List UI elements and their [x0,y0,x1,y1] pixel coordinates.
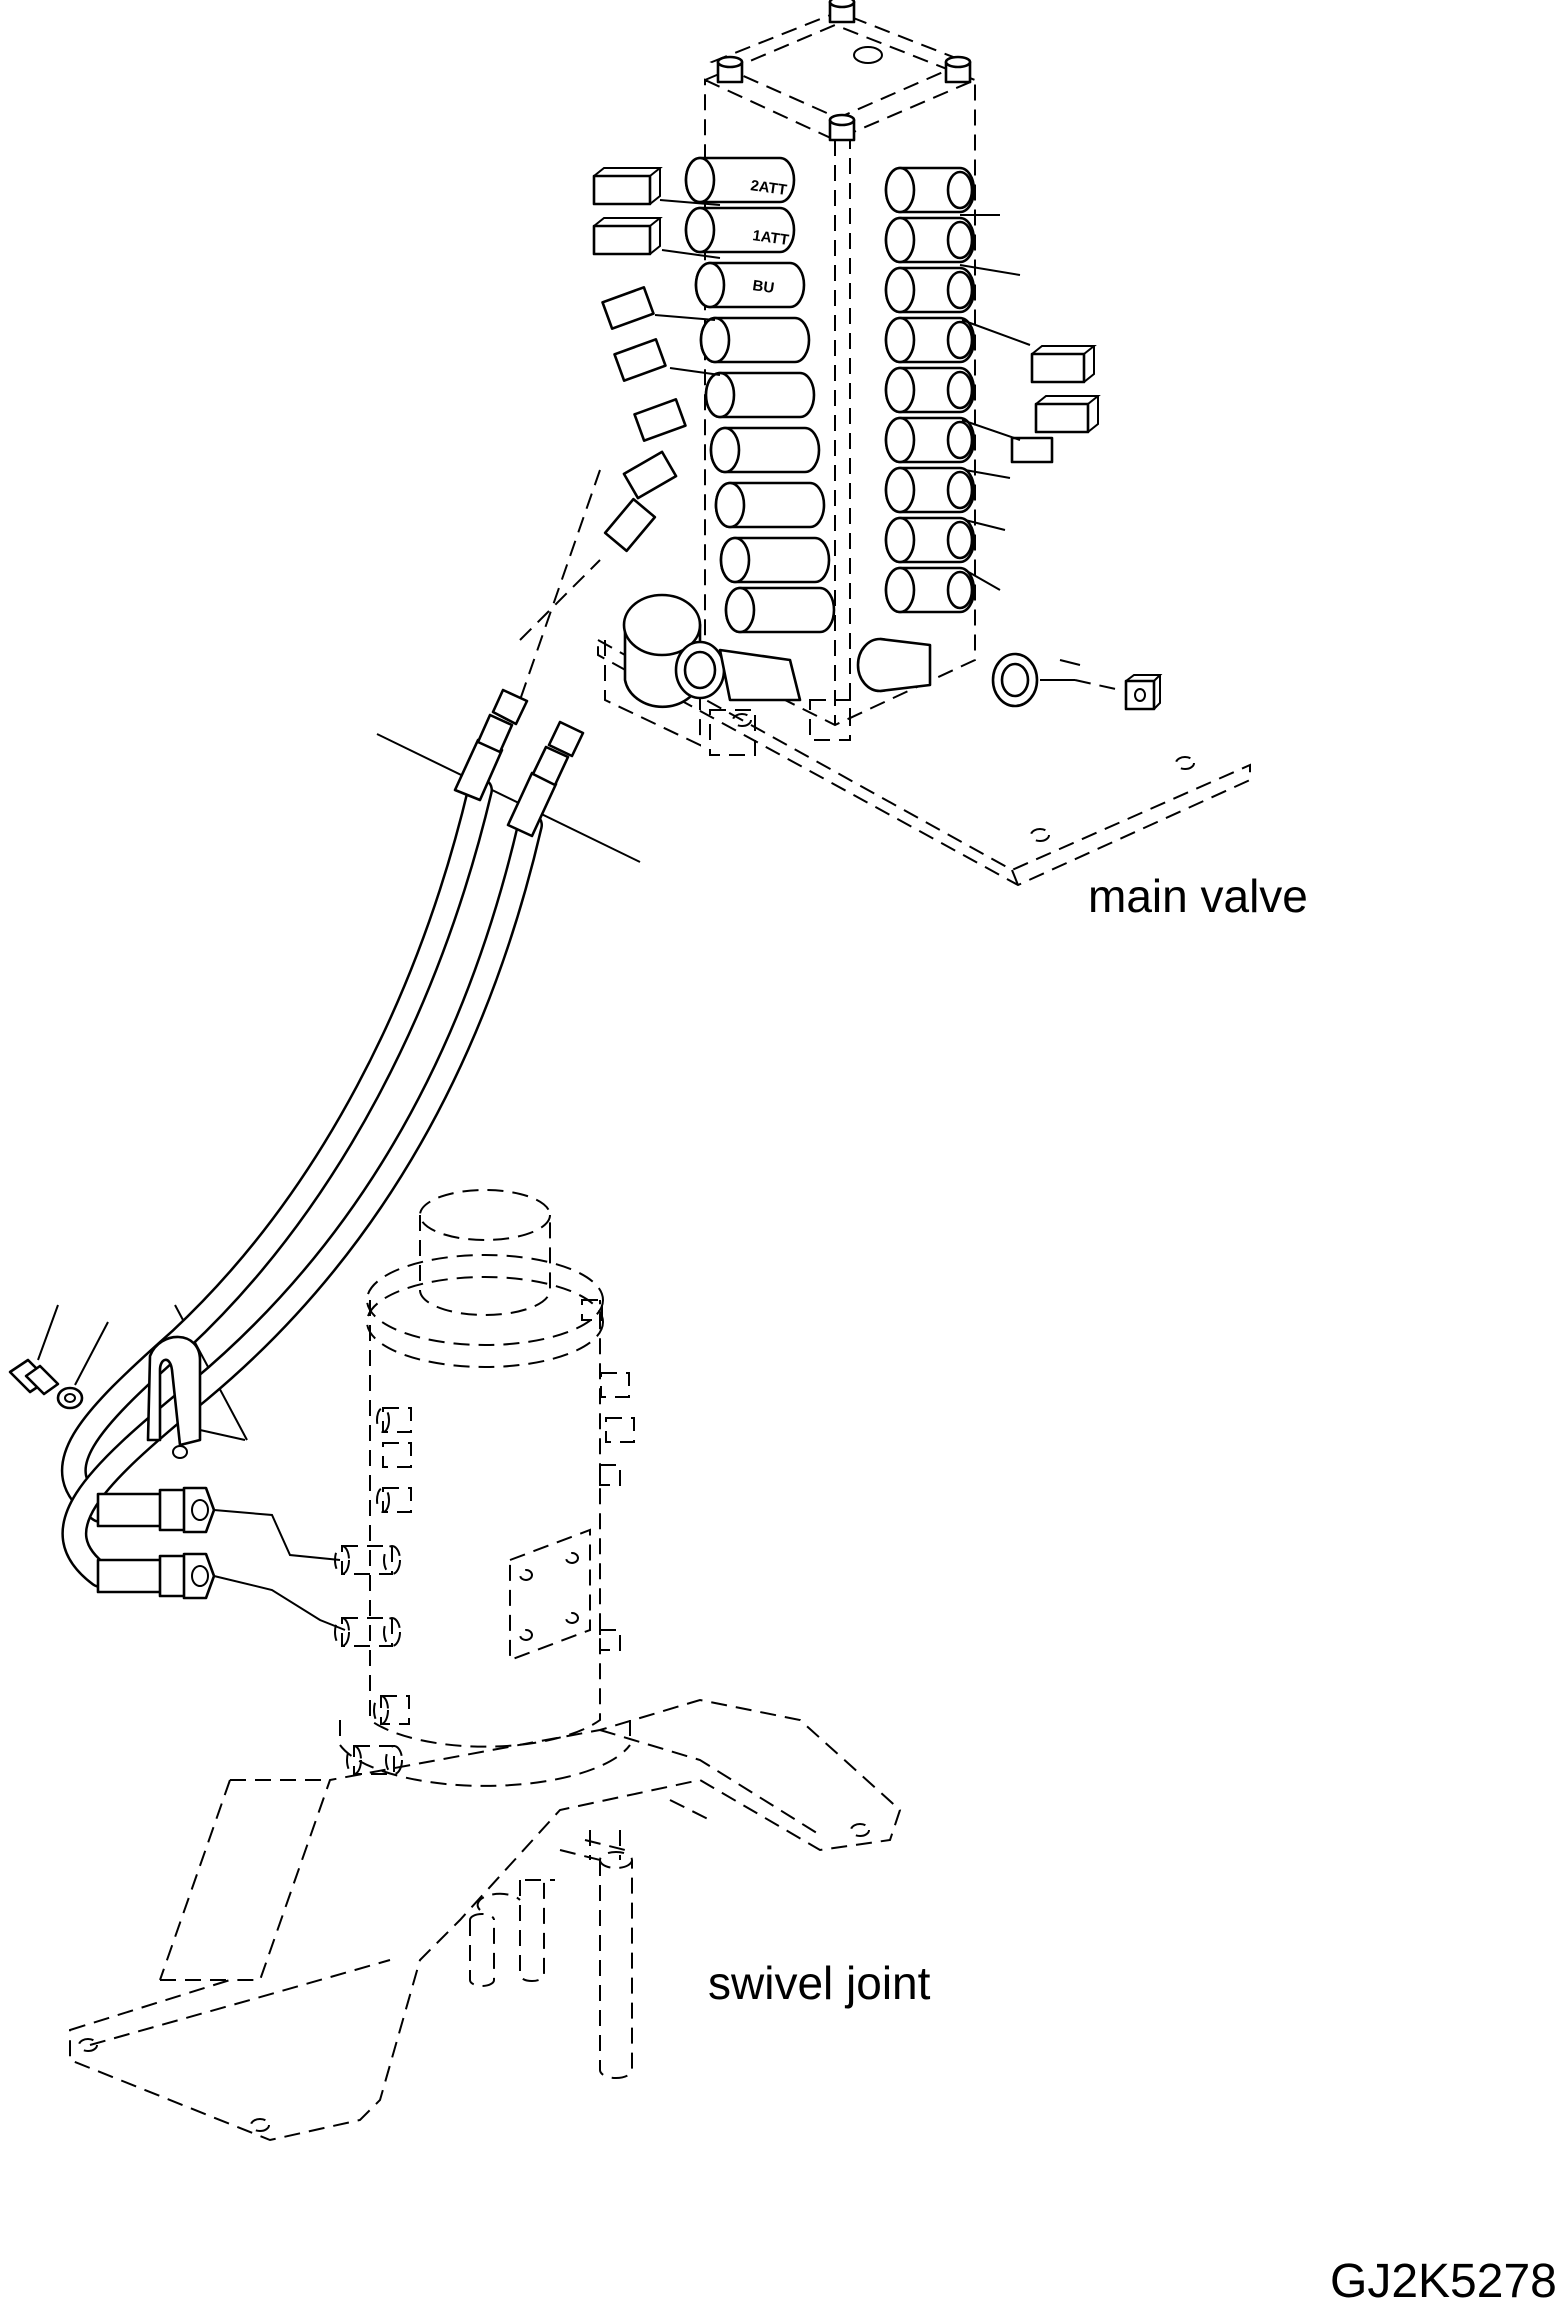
hose-assembly [8,469,641,1631]
right-spools [884,166,976,614]
swivel-joint-cap [419,1215,551,1316]
main-valve-base-plate [597,638,1251,887]
swivel-joint-assembly [69,1189,902,2142]
right-fittings [959,214,1101,591]
clamp-washer [56,1321,109,1410]
hose-fitting-lower-1 [96,1486,216,1534]
hose-fitting-upper-2 [506,720,585,838]
left-spools [684,156,836,634]
swivel-joint-body [369,1300,601,1748]
valve-tag-1att: 1ATT [751,227,789,249]
main-valve-label: main valve [1088,870,1308,922]
top-bolts [716,0,972,142]
drawing-code-label: GJ2K5278 [1330,2255,1557,2308]
valve-tag-2att: 2ATT [749,177,787,199]
bottom-port-block [604,593,1163,756]
left-fittings [592,167,721,553]
swivel-joint-label: swivel joint [708,1957,931,2009]
swivel-ports [334,1299,635,1775]
hose-leader-line [376,733,641,863]
hose-clamp [146,1335,246,1459]
hose-fitting-upper-1 [453,688,529,802]
swivel-bottom-pipes [469,1830,633,2079]
swivel-joint-bracket [69,1698,902,2142]
main-valve-assembly: 2ATT 1ATT BU [592,0,1251,887]
valve-tag-bu: BU [751,277,775,297]
hose-fitting-lower-2 [96,1552,216,1600]
clamp-bolt [8,1304,60,1396]
